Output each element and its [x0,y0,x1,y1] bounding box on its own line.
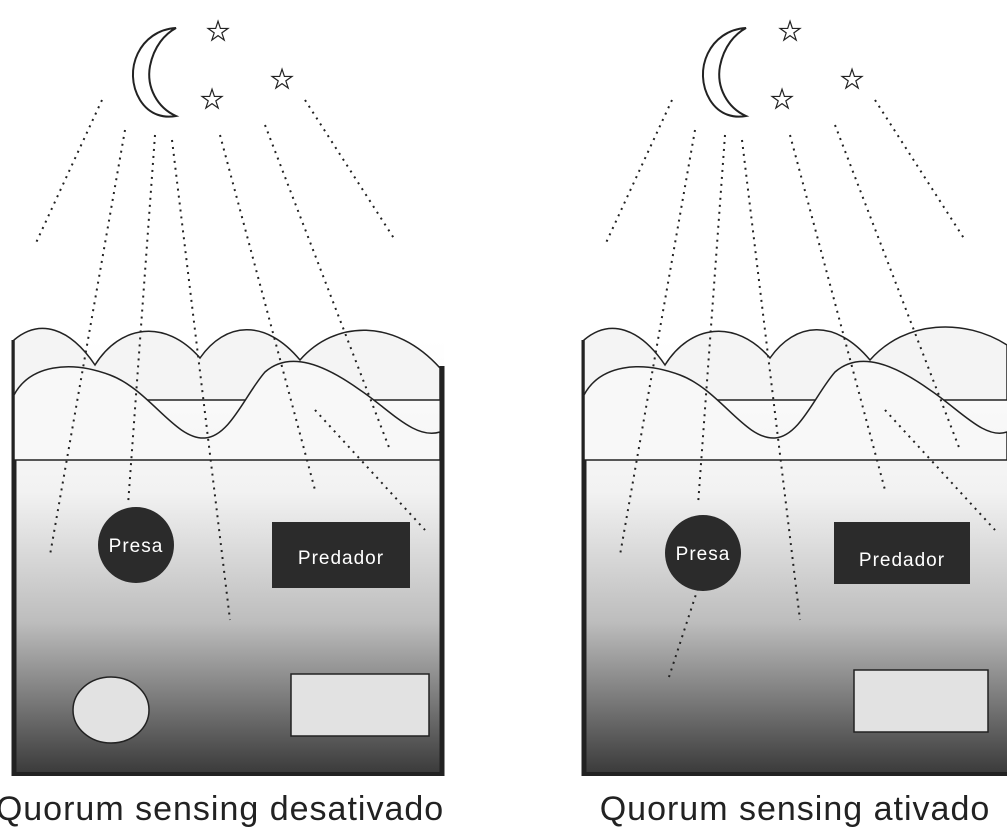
panel-quorum-on: ★ ★ ★ Presa Predador Quorum sensing ativ… [581,15,1007,828]
predator-label: Predador [298,548,384,569]
prey-emitted-light [667,581,701,681]
prey-circle [98,507,174,583]
star-icon: ★ [200,84,223,114]
moonlight-rays [604,99,996,621]
panel-caption: Quorum sensing desativado [0,790,444,828]
panel-caption: Quorum sensing ativado [600,790,991,828]
star-icon: ★ [778,16,801,46]
star-icon: ★ [770,84,793,114]
waves [583,326,1007,461]
moon-icon [701,27,750,118]
prey-label: Presa [109,536,164,557]
prey-label: Presa [676,544,731,565]
predator-box [272,522,410,588]
predator-shadow [290,673,430,737]
star-icon: ★ [840,64,863,94]
prey-shadow [72,676,150,744]
predator-box [834,522,970,584]
prey-circle [665,515,741,591]
predator-shadow [853,669,989,733]
star-icon: ★ [206,16,229,46]
star-icon: ★ [270,64,293,94]
predator-label: Predador [859,550,945,571]
moon-icon [131,27,180,118]
moonlight-rays [34,99,426,621]
panel-quorum-off: ★ ★ ★ Presa Predador Quorum sensing desa… [0,15,445,828]
waves [13,327,441,461]
